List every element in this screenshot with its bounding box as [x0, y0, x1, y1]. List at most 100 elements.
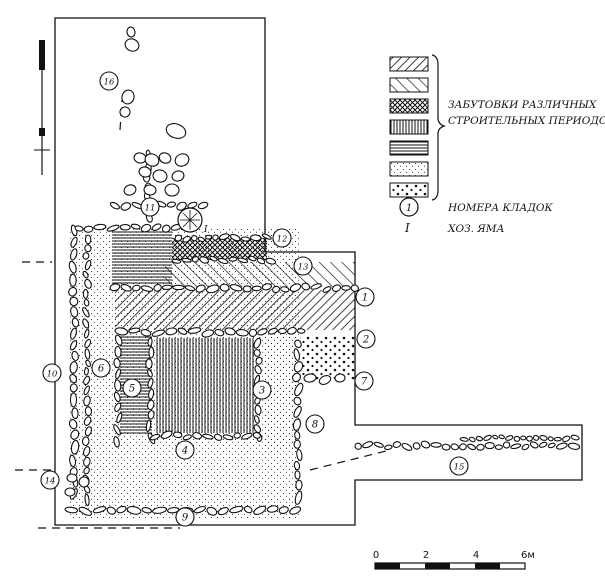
stone: [83, 385, 90, 396]
stone: [195, 284, 206, 293]
stone: [277, 327, 287, 335]
stone: [197, 236, 206, 243]
legend-swatch-diagonal-coarse: [389, 77, 429, 93]
stone: [510, 443, 522, 450]
stone: [114, 327, 129, 336]
stone: [69, 383, 78, 393]
stone: [253, 505, 267, 516]
stone: [83, 298, 90, 307]
stone: [254, 364, 262, 375]
masonry-number-5: 5: [129, 384, 135, 395]
stone: [467, 443, 477, 451]
stone: [252, 432, 261, 439]
stone: [278, 506, 289, 515]
masonry-number-circle: [355, 287, 375, 307]
scale-bar: 0 2 4 6м: [373, 550, 535, 570]
masonry-number-circle: [252, 380, 272, 400]
stone: [83, 456, 91, 467]
stone: [301, 282, 311, 291]
stone: [224, 327, 236, 336]
masonry-number-circle: [354, 371, 374, 391]
stone: [267, 327, 278, 335]
stone: [350, 284, 359, 292]
stone: [484, 442, 495, 450]
stone: [253, 337, 262, 349]
masonry-number-circle: [91, 358, 111, 378]
stone: [520, 435, 527, 441]
masonry-number-3: 3: [259, 386, 265, 397]
stone: [66, 473, 78, 483]
legend: ЗАБУТОВКИ РАЗЛИЧНЫХ СТРОИТЕЛЬНЫХ ПЕРИОДО…: [389, 54, 605, 235]
stone: [209, 255, 218, 262]
stone: [83, 466, 90, 475]
stone: [146, 399, 155, 411]
masonry-number-15: 15: [454, 463, 465, 473]
stone: [83, 395, 91, 407]
stone: [459, 443, 467, 451]
stone: [171, 258, 182, 264]
stone: [84, 426, 93, 437]
stone: [69, 373, 78, 384]
stone: [119, 223, 131, 231]
stone: [191, 256, 199, 263]
stone: [164, 183, 180, 197]
scale-tick-2: 2: [423, 550, 429, 561]
stone: [476, 443, 485, 451]
stone: [70, 327, 77, 340]
masonry-number-16: 16: [104, 78, 115, 88]
stone: [293, 405, 302, 418]
stone: [212, 234, 219, 241]
stone: [114, 379, 122, 392]
masonry-number-11: 11: [145, 204, 156, 214]
stone: [68, 419, 78, 430]
masonry-number-13: 13: [298, 263, 309, 273]
stone: [84, 338, 92, 349]
stone: [143, 184, 157, 196]
stone: [206, 506, 218, 516]
stone: [412, 442, 421, 450]
stone: [116, 412, 123, 424]
stone: [147, 369, 153, 378]
masonry-number-circle: [122, 378, 142, 398]
stone: [149, 433, 161, 441]
stone: [205, 234, 213, 240]
stone: [78, 506, 93, 516]
fill-coarse-dots: [300, 335, 355, 380]
stone: [147, 410, 155, 420]
stone: [176, 201, 187, 211]
legend-swatch-vertical: [389, 119, 429, 135]
fill-diagonal-fine: [115, 290, 355, 330]
stone: [69, 273, 77, 287]
masonry-number-circle: [449, 456, 469, 476]
stone: [71, 317, 80, 328]
stone: [261, 233, 272, 240]
stone: [128, 327, 141, 334]
stone: [229, 505, 244, 514]
stone: [114, 334, 123, 346]
stone: [161, 224, 171, 233]
legend-number-label: НОМЕРА КЛАДОК: [447, 202, 554, 214]
stone: [160, 430, 173, 440]
stone: [171, 170, 185, 182]
stone: [293, 361, 304, 373]
masonry-number-2: 2: [362, 335, 369, 346]
scale-tick-4: 4: [473, 550, 479, 561]
stone: [235, 329, 249, 337]
stone: [556, 442, 568, 450]
masonry-number-circle: [99, 71, 119, 91]
scale-tick-0: 0: [373, 550, 379, 561]
stone: [113, 436, 120, 448]
stone: [177, 327, 188, 335]
stone: [193, 505, 206, 514]
stone: [182, 434, 192, 441]
stone: [147, 337, 153, 347]
stone: [113, 424, 121, 436]
stone: [115, 368, 122, 380]
stone: [266, 505, 279, 513]
masonry-number-9: 9: [182, 513, 189, 524]
stone: [78, 476, 90, 488]
stone: [251, 285, 262, 292]
